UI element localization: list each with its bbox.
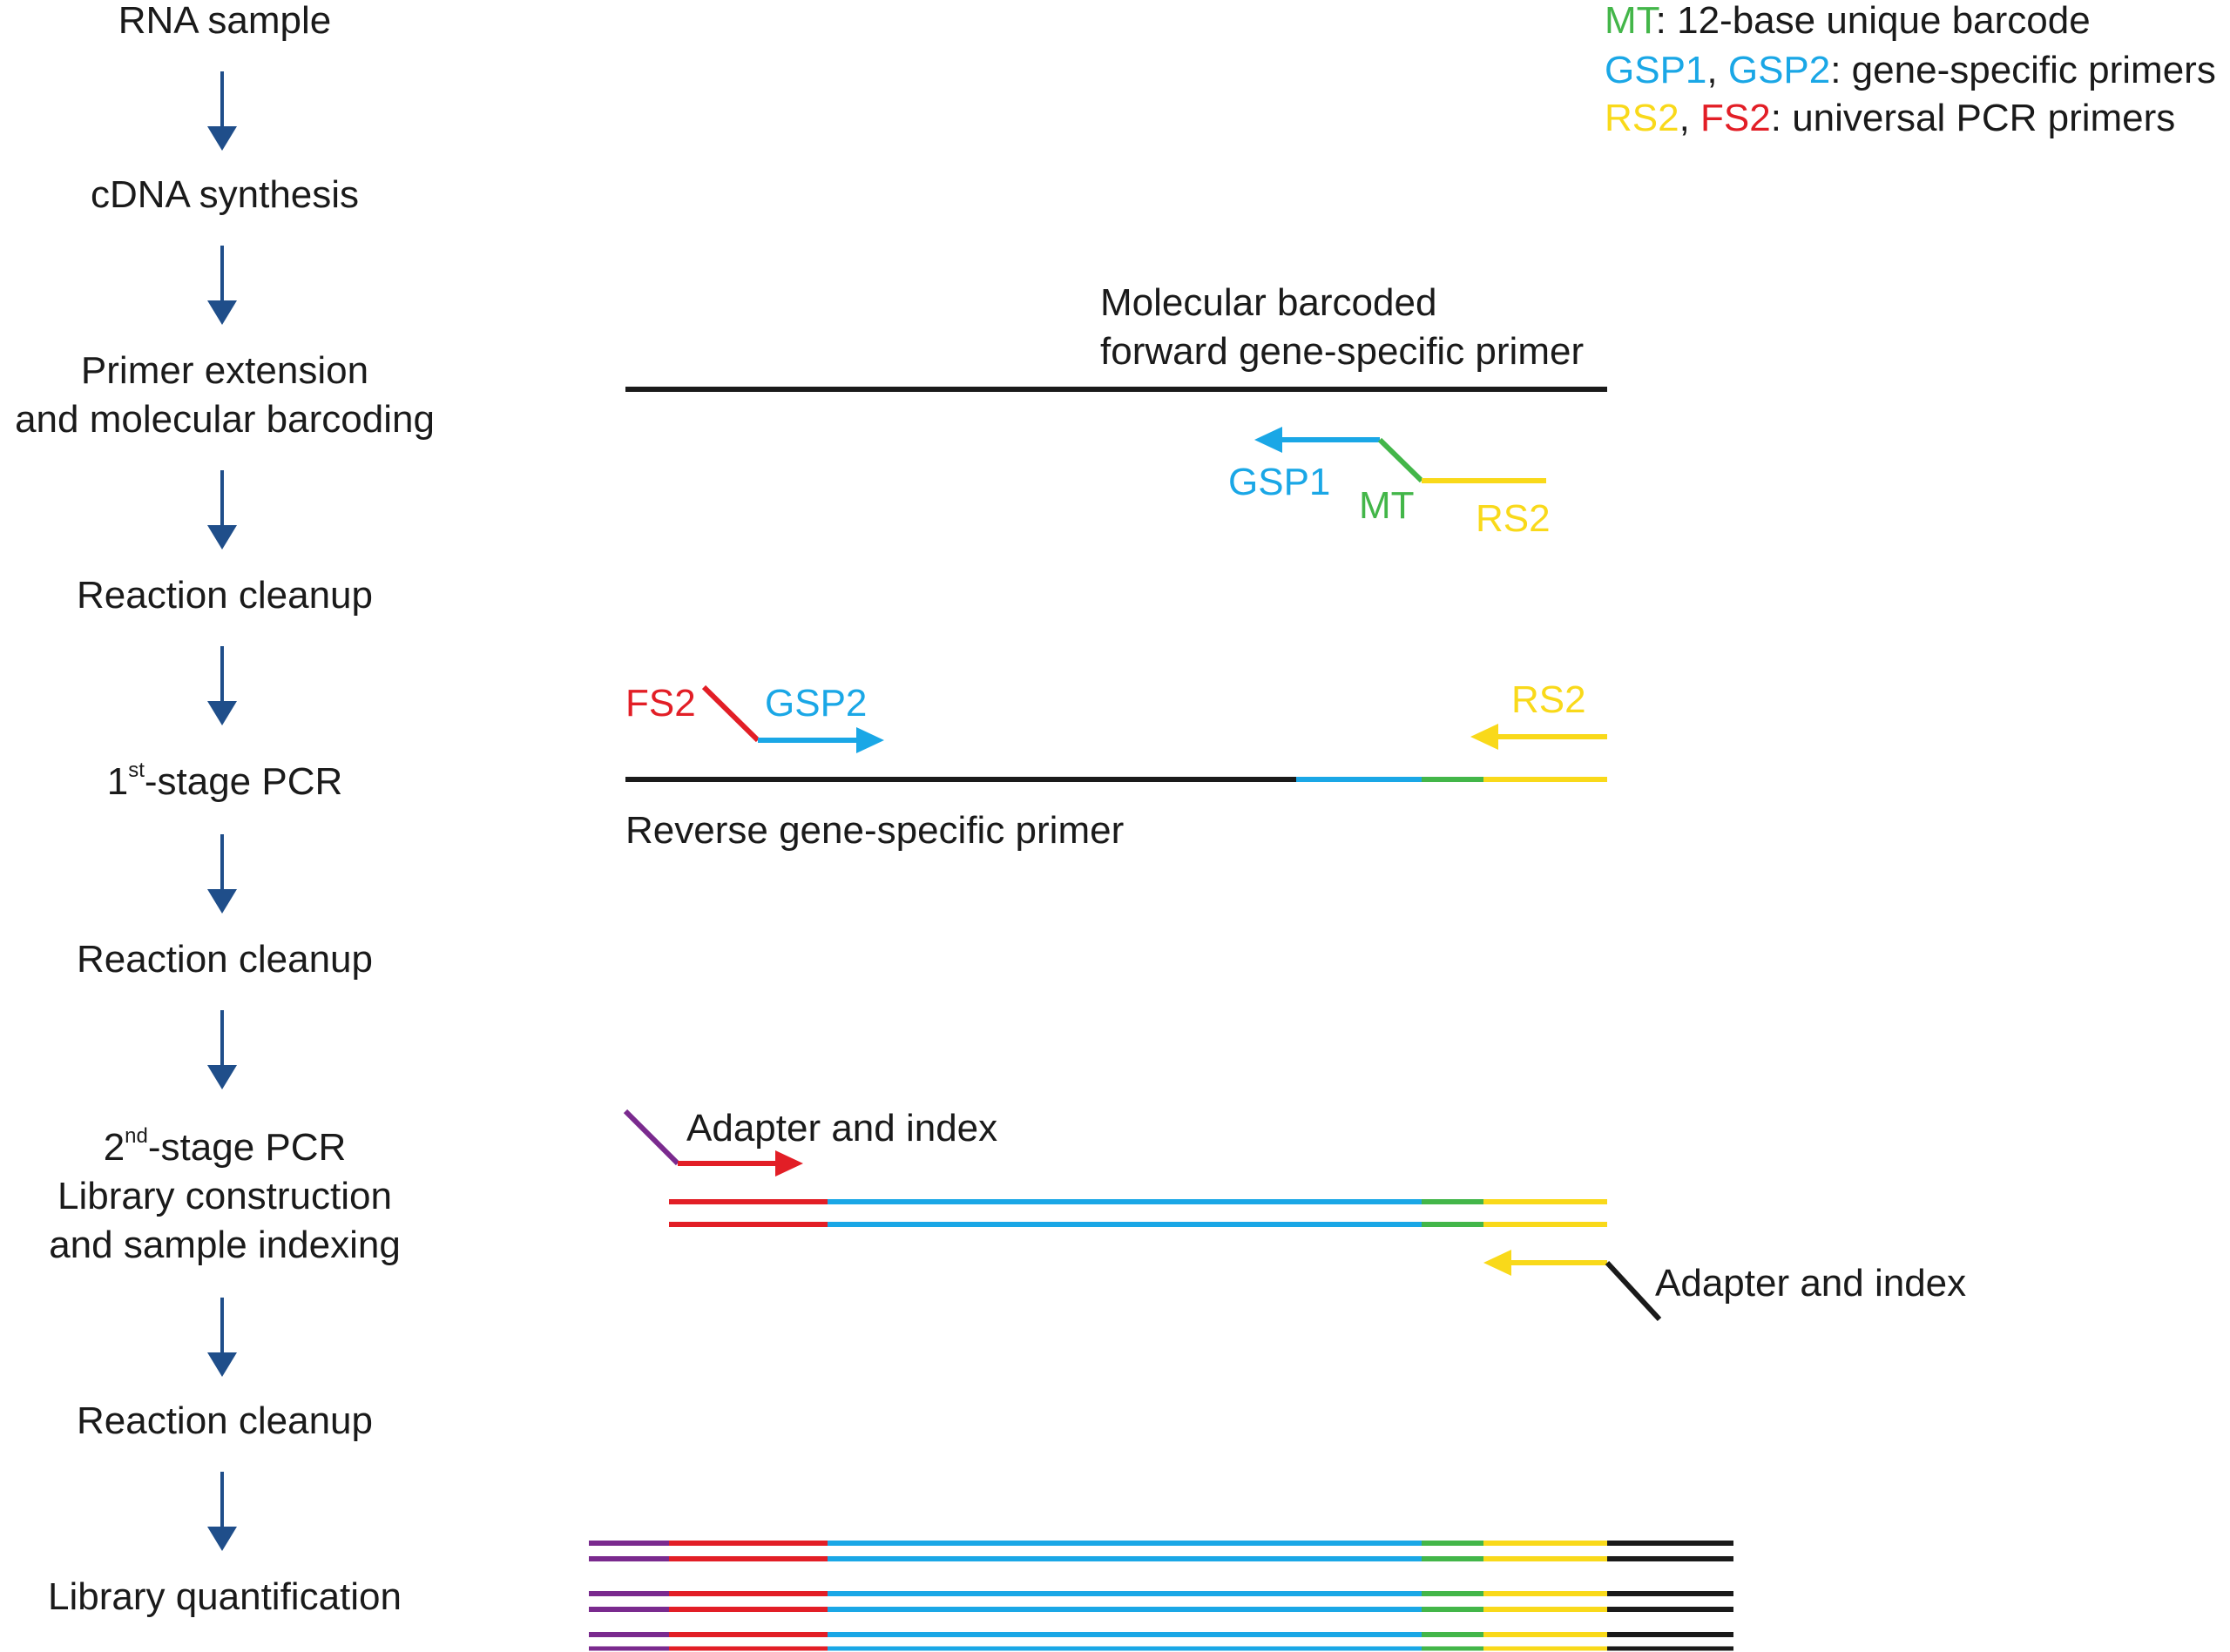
- mt-label: MT: [1359, 484, 1415, 527]
- gsp1-arrow: [1254, 427, 1380, 453]
- legend-mt-desc: : 12-base unique barcode: [1656, 0, 2091, 42]
- library-molecule: [589, 1591, 1733, 1612]
- reverse-adapter-arrow: [1483, 1250, 1607, 1276]
- step-cdna-synthesis: cDNA synthesis: [91, 173, 359, 216]
- step-sample-indexing: and sample indexing: [49, 1224, 401, 1266]
- step-first-stage-rest: -stage PCR: [145, 760, 342, 803]
- library-molecule: [589, 1541, 1733, 1561]
- primer-extension-panel: Molecular barcoded forward gene-specific…: [625, 281, 1607, 540]
- adapter-tail-black: [1605, 1260, 1662, 1322]
- mt-segment: [1377, 437, 1424, 483]
- legend-sep-1: ,: [1706, 49, 1727, 91]
- adapter-tail-purple: [623, 1109, 680, 1166]
- step-rna-sample: RNA sample: [118, 0, 332, 42]
- adapter-index-label-bottom: Adapter and index: [1655, 1262, 1966, 1305]
- step-second-stage-number: 2: [104, 1126, 125, 1169]
- fs2-tail: [701, 684, 760, 743]
- forward-primer-label-line1: Molecular barcoded: [1100, 281, 1436, 324]
- step-library-quantification: Library quantification: [48, 1575, 402, 1618]
- down-arrow-icon: [207, 1472, 237, 1551]
- step-first-stage-pcr: 1st-stage PCR: [107, 759, 343, 803]
- down-arrow-icon: [207, 1298, 237, 1377]
- legend-gsp-desc: : gene-specific primers: [1830, 49, 2216, 91]
- step-first-stage-number: 1: [107, 760, 128, 803]
- legend-rs2: RS2: [1605, 97, 1679, 139]
- down-arrow-icon: [207, 246, 237, 325]
- legend-universal-desc: : universal PCR primers: [1771, 97, 2176, 139]
- down-arrow-icon: [207, 646, 237, 725]
- legend-gsp-line: GSP1, GSP2: gene-specific primers: [1605, 49, 2216, 91]
- gsp1-label: GSP1: [1228, 461, 1330, 503]
- down-arrow-icon: [207, 834, 237, 914]
- step-molecular-barcoding: and molecular barcoding: [15, 398, 435, 441]
- legend-mt: MT: [1605, 0, 1659, 42]
- first-stage-pcr-panel: FS2 GSP2 RS2 Reverse gene-specific prime…: [625, 678, 1607, 852]
- step-second-stage-superscript: nd: [125, 1124, 148, 1148]
- rs2-arrow: [1470, 724, 1607, 750]
- step-reaction-cleanup-3: Reaction cleanup: [77, 1399, 373, 1442]
- second-stage-pcr-panel: Adapter and index Adapter and index: [623, 1107, 1966, 1322]
- step-reaction-cleanup-1: Reaction cleanup: [77, 574, 373, 617]
- legend-universal-line: RS2, FS2: universal PCR primers: [1605, 97, 2175, 139]
- down-arrow-icon: [207, 470, 237, 550]
- gsp2-label: GSP2: [765, 682, 867, 725]
- rs2-label-pcr1: RS2: [1511, 678, 1586, 721]
- down-arrow-icon: [207, 1010, 237, 1089]
- reverse-primer-label: Reverse gene-specific primer: [625, 809, 1124, 852]
- legend-sep-2: ,: [1679, 97, 1700, 139]
- library-molecule: [589, 1632, 1733, 1651]
- adapter-index-label-top: Adapter and index: [686, 1107, 997, 1150]
- step-library-construction: Library construction: [57, 1175, 392, 1217]
- step-second-stage-rest: -stage PCR: [148, 1126, 346, 1169]
- step-second-stage-pcr: 2nd-stage PCR: [104, 1124, 347, 1169]
- legend-gsp2: GSP2: [1728, 49, 1830, 91]
- step-reaction-cleanup-2: Reaction cleanup: [77, 938, 373, 981]
- fs2-label: FS2: [625, 682, 696, 725]
- step-primer-extension: Primer extension: [81, 349, 368, 392]
- step-first-stage-superscript: st: [128, 759, 145, 782]
- library-panel: [589, 1541, 1733, 1651]
- down-arrow-icon: [207, 71, 237, 151]
- legend-gsp1: GSP1: [1605, 49, 1706, 91]
- forward-primer-label-line2: forward gene-specific primer: [1100, 330, 1584, 373]
- legend-fs2: FS2: [1700, 97, 1771, 139]
- legend-mt-line: MT: 12-base unique barcode: [1605, 0, 2091, 42]
- forward-adapter-arrow: [678, 1150, 803, 1177]
- gsp2-arrow: [758, 727, 884, 753]
- workflow-column: RNA sample cDNA synthesis Primer extensi…: [15, 0, 435, 1618]
- rs2-label-top: RS2: [1476, 497, 1551, 540]
- legend: MT: 12-base unique barcode GSP1, GSP2: g…: [1605, 0, 2216, 139]
